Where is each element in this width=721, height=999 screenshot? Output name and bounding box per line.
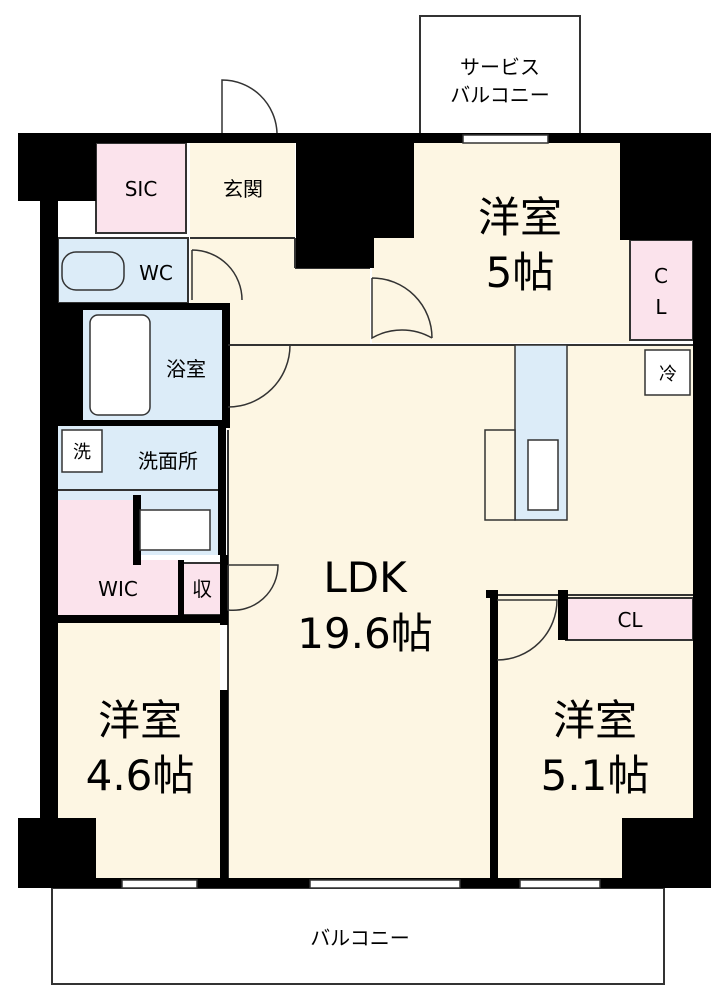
- washer-label: 洗: [73, 442, 91, 463]
- washer-pan-icon: [61, 429, 103, 473]
- wic-label: WIC: [98, 577, 138, 601]
- balcony-label: バルコニー: [310, 926, 410, 950]
- sic-floor: [96, 143, 186, 233]
- cooktop-counter: [484, 429, 516, 521]
- wic-floor: [58, 500, 180, 618]
- storage-label: 収: [192, 577, 212, 601]
- western-left-name: 洋室: [98, 696, 182, 745]
- cl-top-label-1: C: [654, 264, 668, 288]
- western-top-size: 5帖: [486, 248, 555, 297]
- storage-floor: [183, 563, 221, 615]
- bath-label: 浴室: [166, 357, 206, 381]
- washroom-label: 洗面所: [138, 449, 198, 473]
- western-room-top-floor: [372, 143, 630, 343]
- windows: [121, 134, 601, 889]
- wc-label: WC: [139, 261, 173, 285]
- bath-door: [227, 344, 291, 408]
- cl-right-floor: [566, 598, 693, 640]
- doors: [191, 79, 558, 661]
- bathtub-icon: [89, 314, 151, 416]
- entrance-floor: [190, 143, 295, 238]
- wc-door: [191, 249, 243, 301]
- western-top-door: [371, 277, 433, 340]
- entrance-door: [221, 79, 278, 134]
- service-balcony-label-1: サービス: [460, 55, 540, 79]
- entrance-label: 玄関: [223, 177, 263, 201]
- sink-icon: [527, 439, 559, 511]
- ldk-size: 19.6帖: [297, 609, 433, 658]
- cl-top-floor: [630, 240, 693, 340]
- balcony-area: [51, 887, 665, 985]
- western-right-door: [496, 599, 558, 661]
- fridge-space-icon: [644, 349, 691, 396]
- washbasin-icon: [139, 509, 211, 551]
- fixtures: [61, 251, 691, 551]
- service-balcony-area: [419, 15, 581, 141]
- ldk-name: LDK: [323, 553, 408, 602]
- toilet-icon: [61, 251, 125, 291]
- western-right-size: 5.1帖: [541, 751, 650, 800]
- service-balcony-label-2: バルコニー: [450, 83, 550, 107]
- storage-door: [227, 564, 279, 612]
- sic-label: SIC: [125, 177, 158, 201]
- cl-top-label-2: L: [655, 295, 667, 319]
- labels: サービス バルコニー SIC 玄関 洋室 5帖 C L WC 浴室 冷 洗 洗面…: [73, 55, 677, 950]
- cl-right-label: CL: [617, 608, 643, 632]
- fridge-label: 冷: [659, 364, 677, 385]
- western-right-name: 洋室: [553, 696, 637, 745]
- western-left-size: 4.6帖: [86, 751, 195, 800]
- western-top-name: 洋室: [478, 193, 562, 242]
